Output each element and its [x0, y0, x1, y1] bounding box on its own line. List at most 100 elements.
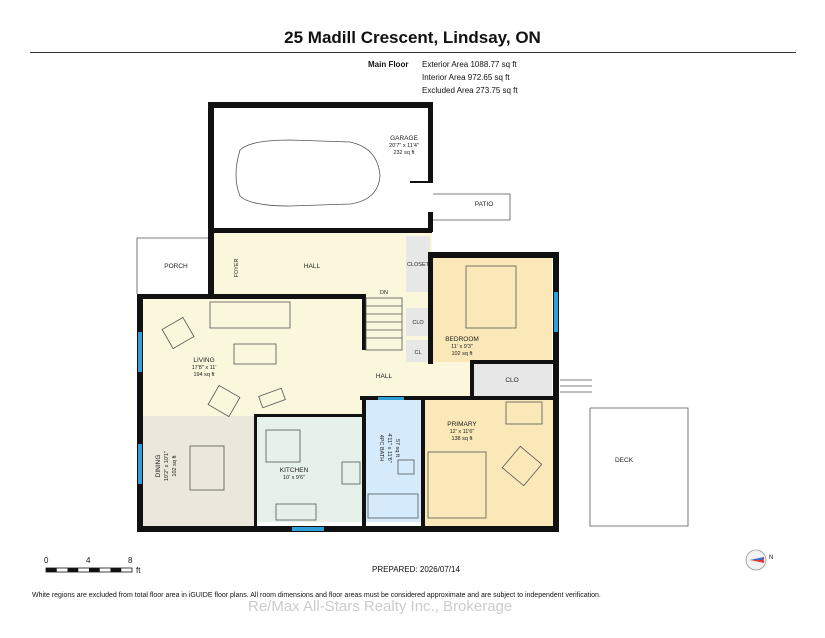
coffee-table-icon: [233, 343, 277, 365]
dn-label: DN: [380, 290, 388, 296]
scale-unit: ft: [136, 566, 141, 575]
armchair-icon: [161, 316, 195, 350]
wall-hall-bottom: [360, 396, 556, 400]
primary-dims: 12' x 11'6": [450, 429, 475, 435]
cl-small-label: CL: [414, 350, 421, 356]
garage-label: GARAGE: [390, 135, 418, 142]
foyer-label: FOYER: [234, 259, 240, 278]
garage-wall-right: [428, 102, 433, 182]
hall-mid-label: HALL: [376, 373, 393, 380]
wall-stairs: [362, 294, 366, 350]
wall-west: [137, 294, 143, 531]
wall-bedroom-bottom: [470, 360, 556, 364]
closet-label: CLOSET: [407, 262, 430, 268]
armchair-icon-2: [207, 384, 241, 418]
wall-kitchen-top: [254, 414, 362, 417]
page-title: 25 Madill Crescent, Lindsay, ON: [284, 28, 541, 47]
scale-label-4: 4: [86, 556, 91, 565]
dining-label: DINING: [155, 455, 162, 478]
closet-fill: [474, 364, 552, 396]
scale-label-0: 0: [44, 556, 49, 565]
garage-wall-top: [208, 102, 432, 108]
wall-bath-right: [421, 396, 425, 526]
kitchen-label: KITCHEN: [280, 467, 309, 474]
living-fill: [142, 298, 372, 416]
wall-kitchen-left: [254, 414, 257, 526]
primary-fill: [423, 398, 553, 526]
dining-dims: 10'2" x 10'1": [164, 451, 170, 481]
bed-icon: [465, 265, 517, 329]
clo-small-fill: [406, 308, 430, 336]
window-kitchen: [292, 527, 324, 531]
patio-label: PATIO: [475, 201, 494, 208]
dining-area: 102 sq ft: [172, 455, 178, 477]
bedroom-dims: 11' x 9'3": [451, 344, 473, 350]
floor-label: Main Floor: [368, 60, 409, 69]
window-bath: [378, 397, 404, 400]
north-label: N: [769, 555, 774, 561]
garage-wall-right-lower: [428, 212, 433, 232]
watermark: Re/Max All-Stars Realty Inc., Brokerage: [248, 598, 513, 615]
bedroom-label: BEDROOM: [445, 336, 479, 343]
sink-icon: [275, 503, 317, 521]
garage-wall-bottom: [208, 228, 432, 233]
clo-small-label: CLO: [412, 320, 424, 326]
title-divider: [30, 52, 796, 53]
wall-east: [553, 254, 559, 532]
bed-primary-icon: [427, 451, 487, 519]
garage-dims: 20'7" x 11'4": [389, 143, 419, 149]
side-table-icon: [258, 387, 286, 409]
window-living: [138, 332, 142, 372]
bath-label: 4PC BATH: [378, 435, 384, 462]
primary-area: 138 sq ft: [451, 436, 473, 442]
disclaimer: White regions are excluded from total fl…: [32, 592, 601, 599]
primary-label: PRIMARY: [447, 421, 477, 428]
wall-closet-left: [470, 360, 474, 398]
kitchen-table-icon: [265, 429, 301, 463]
wall-south: [137, 526, 559, 532]
car-icon: [235, 139, 381, 207]
clo-label: CLO: [505, 377, 518, 384]
kitchen-fill: [256, 416, 362, 522]
wall-north-living: [137, 294, 363, 299]
prepared-date: PREPARED: 2026/07/14: [372, 565, 460, 574]
scale-label-8: 8: [128, 556, 133, 565]
dining-table-icon: [189, 445, 225, 491]
wall-bath-left: [362, 396, 366, 526]
kitchen-dims: 10' x 9'6": [283, 475, 305, 481]
bath-area: 57 sq ft: [394, 439, 400, 458]
bedroom-area: 102 sq ft: [451, 351, 473, 357]
hall-top-label: HALL: [304, 263, 321, 270]
wall-foyer-left: [208, 228, 214, 298]
porch-label: PORCH: [164, 263, 188, 270]
window-bedroom: [554, 292, 558, 332]
cl-small-fill: [406, 340, 430, 362]
bathtub-icon: [367, 493, 419, 519]
bedroom-fill: [432, 258, 552, 362]
stove-icon: [341, 461, 361, 485]
living-dims: 17'8" x 11': [192, 365, 217, 371]
stairs: [365, 297, 403, 351]
wall-bedroom-left: [428, 252, 433, 364]
toilet-icon: [397, 459, 415, 475]
scale-bar: [45, 567, 133, 573]
wall-north-bedroom: [430, 252, 559, 258]
north-compass-icon: N: [744, 547, 774, 573]
deck-label: DECK: [615, 457, 634, 464]
hall-fill: [210, 232, 432, 298]
excluded-area: Excluded Area 273.75 sq ft: [422, 86, 518, 95]
armchair-primary-icon: [501, 445, 543, 487]
interior-area: Interior Area 972.65 sq ft: [422, 73, 510, 82]
desk-icon: [505, 401, 543, 425]
living-label: LIVING: [193, 357, 214, 364]
exterior-area: Exterior Area 1088.77 sq ft: [422, 60, 517, 69]
garage-wall-left: [208, 102, 214, 234]
sofa-icon: [209, 301, 291, 329]
closet-top-fill: [406, 236, 430, 292]
bath-dims: 4'11" x 11'6": [386, 433, 392, 462]
garage-area: 232 sq ft: [393, 150, 415, 156]
living-area: 194 sq ft: [193, 372, 215, 378]
window-dining: [138, 444, 142, 484]
dining-fill: [142, 416, 254, 526]
